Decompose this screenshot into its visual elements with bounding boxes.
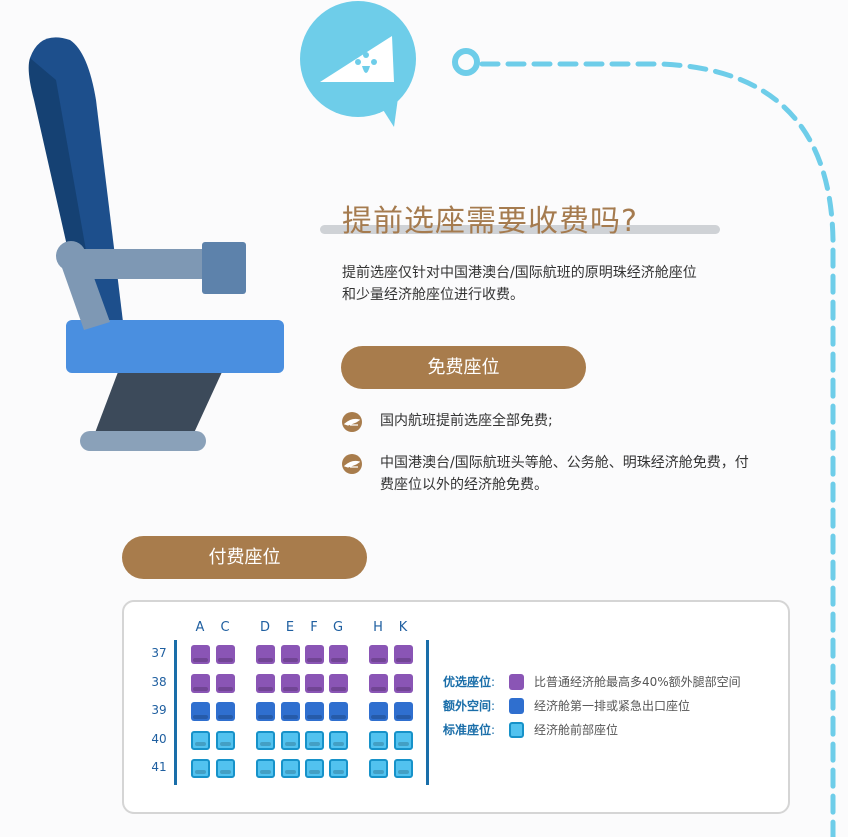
seat-row-38: 38 bbox=[151, 675, 167, 689]
dashed-route-line bbox=[452, 48, 836, 837]
seat-column-f: F bbox=[310, 620, 318, 635]
seat-39D bbox=[256, 702, 275, 721]
airline-logo-icon bbox=[300, 1, 416, 127]
seat-column-a: A bbox=[195, 620, 205, 635]
legend-item-extra: 额外空间: 经济舱第一排或紧急出口座位 bbox=[443, 698, 690, 714]
seat-38H bbox=[369, 674, 388, 693]
bullet-text: 国内航班提前选座全部免费; bbox=[380, 413, 553, 429]
legend-swatch-extra bbox=[509, 698, 524, 714]
seat-row-41: 41 bbox=[151, 760, 167, 774]
seat-39A bbox=[191, 702, 210, 721]
seat-39F bbox=[305, 702, 324, 721]
seat-38A bbox=[191, 674, 210, 693]
legend-colon: : bbox=[491, 699, 496, 713]
bullet-text: 中国港澳台/国际航班头等舱、公务舱、明珠经济舱免费，付 bbox=[380, 455, 749, 471]
seat-40A bbox=[191, 731, 210, 750]
seat-41K bbox=[394, 759, 413, 778]
page-title: 提前选座需要收费吗? bbox=[342, 204, 638, 239]
seat-column-h: H bbox=[373, 620, 383, 635]
legend-label: 优选座位 bbox=[443, 675, 492, 689]
seat-39H bbox=[369, 702, 388, 721]
seat-41H bbox=[369, 759, 388, 778]
seat-37D bbox=[256, 645, 275, 664]
seat-38E bbox=[281, 674, 300, 693]
seat-41A bbox=[191, 759, 210, 778]
legend-swatch-standard bbox=[509, 722, 524, 738]
seat-37E bbox=[281, 645, 300, 664]
seat-40H bbox=[369, 731, 388, 750]
legend-desc: 比普通经济舱最高多40%额外腿部空间 bbox=[534, 675, 741, 689]
seat-41E bbox=[281, 759, 300, 778]
seat-39G bbox=[329, 702, 348, 721]
seat-map-left-divider bbox=[174, 640, 177, 785]
seat-38G bbox=[329, 674, 348, 693]
legend-swatch-premium bbox=[509, 674, 524, 690]
seat-39C bbox=[216, 702, 235, 721]
seat-column-k: K bbox=[398, 620, 408, 635]
seat-row-39: 39 bbox=[151, 703, 167, 717]
seat-38F bbox=[305, 674, 324, 693]
free-seat-bullet: 国内航班提前选座全部免费; bbox=[342, 410, 802, 432]
seat-38D bbox=[256, 674, 275, 693]
seat-37F bbox=[305, 645, 324, 664]
seat-37H bbox=[369, 645, 388, 664]
airplane-seat-illustration bbox=[28, 37, 284, 451]
seat-row-40: 40 bbox=[151, 732, 167, 746]
legend-desc: 经济舱前部座位 bbox=[534, 723, 619, 737]
seat-41D bbox=[256, 759, 275, 778]
legend-item-premium: 优选座位: 比普通经济舱最高多40%额外腿部空间 bbox=[443, 674, 741, 690]
seat-column-g: G bbox=[332, 620, 344, 635]
seat-40C bbox=[216, 731, 235, 750]
seat-row-37: 37 bbox=[151, 646, 167, 660]
seat-40E bbox=[281, 731, 300, 750]
seat-40G bbox=[329, 731, 348, 750]
bullet-text: 费座位以外的经济舱免费。 bbox=[380, 477, 548, 493]
legend-item-standard: 标准座位: 经济舱前部座位 bbox=[443, 722, 618, 738]
seat-37K bbox=[394, 645, 413, 664]
intro-line: 提前选座仅针对中国港澳台/国际航班的原明珠经济舱座位 bbox=[342, 265, 697, 281]
legend-colon: : bbox=[491, 723, 496, 737]
legend-colon: : bbox=[491, 675, 496, 689]
seat-38K bbox=[394, 674, 413, 693]
seat-column-c: C bbox=[220, 620, 230, 635]
seat-39E bbox=[281, 702, 300, 721]
seat-column-d: D bbox=[259, 620, 270, 635]
seat-40K bbox=[394, 731, 413, 750]
seat-41G bbox=[329, 759, 348, 778]
seat-40D bbox=[256, 731, 275, 750]
seat-41C bbox=[216, 759, 235, 778]
seat-column-e: E bbox=[285, 620, 295, 635]
title-underline bbox=[320, 225, 720, 234]
free-seat-bullet: 中国港澳台/国际航班头等舱、公务舱、明珠经济舱免费，付 费座位以外的经济舱免费。 bbox=[342, 452, 802, 496]
seat-40F bbox=[305, 731, 324, 750]
airplane-icon bbox=[342, 454, 362, 474]
paid-seats-label: 付费座位 bbox=[122, 536, 367, 579]
legend-label: 额外空间 bbox=[443, 699, 492, 713]
seat-41F bbox=[305, 759, 324, 778]
seat-38C bbox=[216, 674, 235, 693]
legend-label: 标准座位 bbox=[443, 723, 492, 737]
airplane-icon bbox=[342, 412, 362, 432]
seat-37C bbox=[216, 645, 235, 664]
legend-desc: 经济舱第一排或紧急出口座位 bbox=[534, 699, 691, 713]
seat-37G bbox=[329, 645, 348, 664]
intro-line: 和少量经济舱座位进行收费。 bbox=[342, 287, 524, 303]
seat-map-right-divider bbox=[426, 640, 429, 785]
seat-39K bbox=[394, 702, 413, 721]
free-seats-label: 免费座位 bbox=[341, 346, 586, 389]
seat-37A bbox=[191, 645, 210, 664]
intro-text: 提前选座仅针对中国港澳台/国际航班的原明珠经济舱座位 和少量经济舱座位进行收费。 bbox=[342, 262, 782, 306]
